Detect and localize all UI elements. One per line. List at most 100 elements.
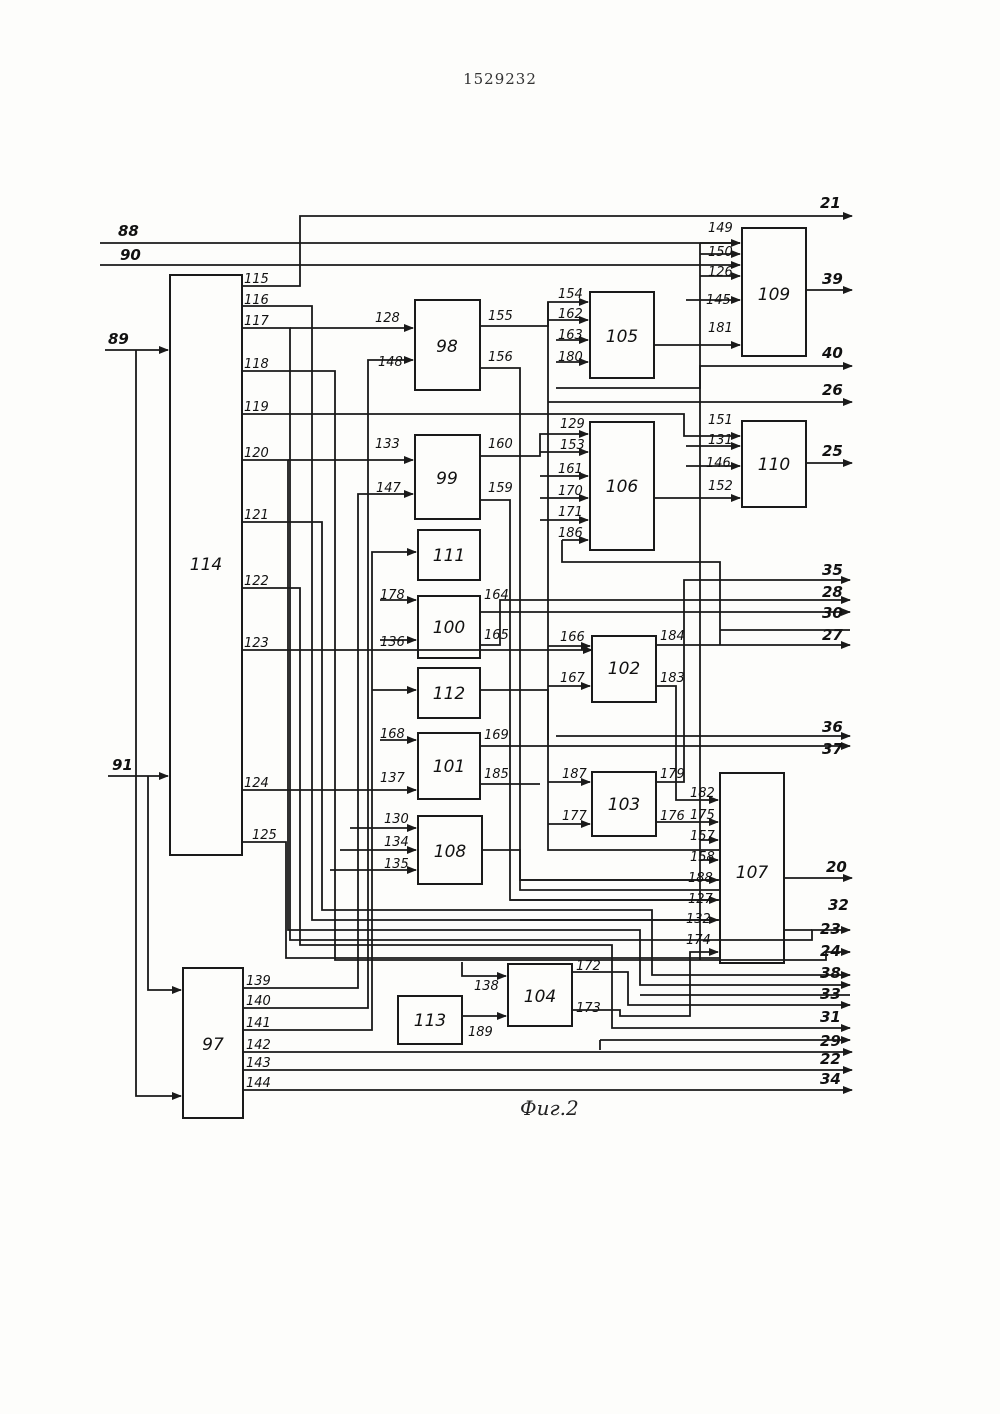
block-97: 97 — [183, 968, 243, 1118]
block-104-output-lines — [572, 952, 850, 1016]
label-150: 150 — [708, 245, 733, 260]
label-142: 142 — [246, 1038, 271, 1053]
output-35-label: 35 — [822, 561, 843, 579]
block-110-label: 110 — [758, 455, 790, 475]
label-149: 149 — [708, 221, 733, 236]
output-33-label: 33 — [820, 985, 841, 1003]
label-140: 140 — [246, 994, 271, 1009]
label-135: 135 — [384, 857, 409, 872]
block-103: 103 — [592, 772, 656, 836]
label-189: 189 — [468, 1025, 493, 1040]
block-106-label: 106 — [606, 477, 639, 497]
label-175: 175 — [690, 808, 715, 823]
block-111-label: 111 — [433, 546, 465, 566]
label-129: 129 — [560, 417, 585, 432]
label-177: 177 — [562, 809, 588, 824]
label-166: 166 — [560, 630, 585, 645]
label-153: 153 — [560, 438, 585, 453]
output-20-label: 20 — [826, 858, 847, 876]
label-119: 119 — [244, 400, 269, 415]
block-100: 100 — [418, 596, 480, 658]
block-102-label: 102 — [608, 659, 640, 679]
label-155: 155 — [488, 309, 513, 324]
label-188: 188 — [688, 871, 713, 886]
label-122: 122 — [244, 574, 269, 589]
input-90-label: 90 — [120, 246, 141, 264]
output-32-label: 32 — [828, 896, 849, 914]
block-110: 110 — [742, 421, 806, 507]
output-28-label: 28 — [822, 583, 843, 601]
output-24-label: 24 — [820, 942, 841, 960]
block-106: 106 — [590, 422, 654, 550]
label-184: 184 — [660, 629, 685, 644]
label-118: 118 — [244, 357, 269, 372]
block-107-label: 107 — [736, 863, 769, 883]
label-146: 146 — [706, 456, 731, 471]
label-165: 165 — [484, 628, 509, 643]
output-34-label: 34 — [820, 1070, 841, 1088]
label-159: 159 — [488, 481, 513, 496]
label-168: 168 — [380, 727, 405, 742]
label-162: 162 — [558, 307, 583, 322]
block-103-label: 103 — [608, 795, 640, 815]
label-147: 147 — [376, 481, 402, 496]
block-101-label: 101 — [433, 757, 465, 777]
label-157: 157 — [690, 829, 716, 844]
label-185: 185 — [484, 767, 509, 782]
block-107: 107 — [720, 773, 784, 963]
output-37-label: 37 — [822, 740, 843, 758]
block-102: 102 — [592, 636, 656, 702]
label-152: 152 — [708, 479, 733, 494]
output-25-label: 25 — [822, 442, 843, 460]
label-151: 151 — [708, 413, 733, 428]
label-169: 169 — [484, 728, 509, 743]
label-136: 136 — [380, 635, 405, 650]
output-23-label: 23 — [820, 920, 841, 938]
label-167: 167 — [560, 671, 586, 686]
block-99: 99 — [415, 435, 480, 519]
label-156: 156 — [488, 350, 513, 365]
label-163: 163 — [558, 328, 583, 343]
label-138: 138 — [474, 979, 499, 994]
label-127: 127 — [688, 892, 714, 907]
block-112-label: 112 — [433, 684, 465, 704]
label-131: 131 — [708, 433, 733, 448]
label-132: 132 — [686, 912, 711, 927]
label-130: 130 — [384, 812, 409, 827]
output-36-label: 36 — [822, 718, 843, 736]
label-176: 176 — [660, 809, 685, 824]
input-91-label: 91 — [112, 756, 133, 774]
label-126: 126 — [708, 265, 733, 280]
middle-input-lines — [330, 600, 506, 1016]
label-143: 143 — [246, 1056, 271, 1071]
output-22-label: 22 — [820, 1050, 841, 1068]
label-134: 134 — [384, 835, 409, 850]
label-181: 181 — [708, 321, 733, 336]
label-174: 174 — [686, 933, 711, 948]
block-109: 109 — [742, 228, 806, 356]
block-108-label: 108 — [434, 842, 467, 862]
block-104: 104 — [508, 964, 572, 1026]
label-161: 161 — [558, 462, 583, 477]
label-124: 124 — [244, 776, 269, 791]
block-105-label: 105 — [606, 327, 638, 347]
block-108: 108 — [418, 816, 482, 884]
output-38-label: 38 — [820, 964, 841, 982]
block-114-label: 114 — [190, 555, 222, 575]
label-154: 154 — [558, 287, 583, 302]
block-101: 101 — [418, 733, 480, 799]
output-29-label: 29 — [820, 1032, 841, 1050]
output-27-label: 27 — [822, 626, 843, 644]
label-145: 145 — [706, 293, 731, 308]
figure-caption: Фиг.2 — [520, 1096, 579, 1120]
label-187: 187 — [562, 767, 588, 782]
label-186: 186 — [558, 526, 583, 541]
block-112: 112 — [418, 668, 480, 718]
block-98-label: 98 — [436, 337, 458, 357]
label-137: 137 — [380, 771, 406, 786]
input-89-label: 89 — [108, 330, 129, 348]
label-173: 173 — [576, 1001, 601, 1016]
label-116: 116 — [244, 293, 269, 308]
block-114: 114 — [170, 275, 242, 855]
